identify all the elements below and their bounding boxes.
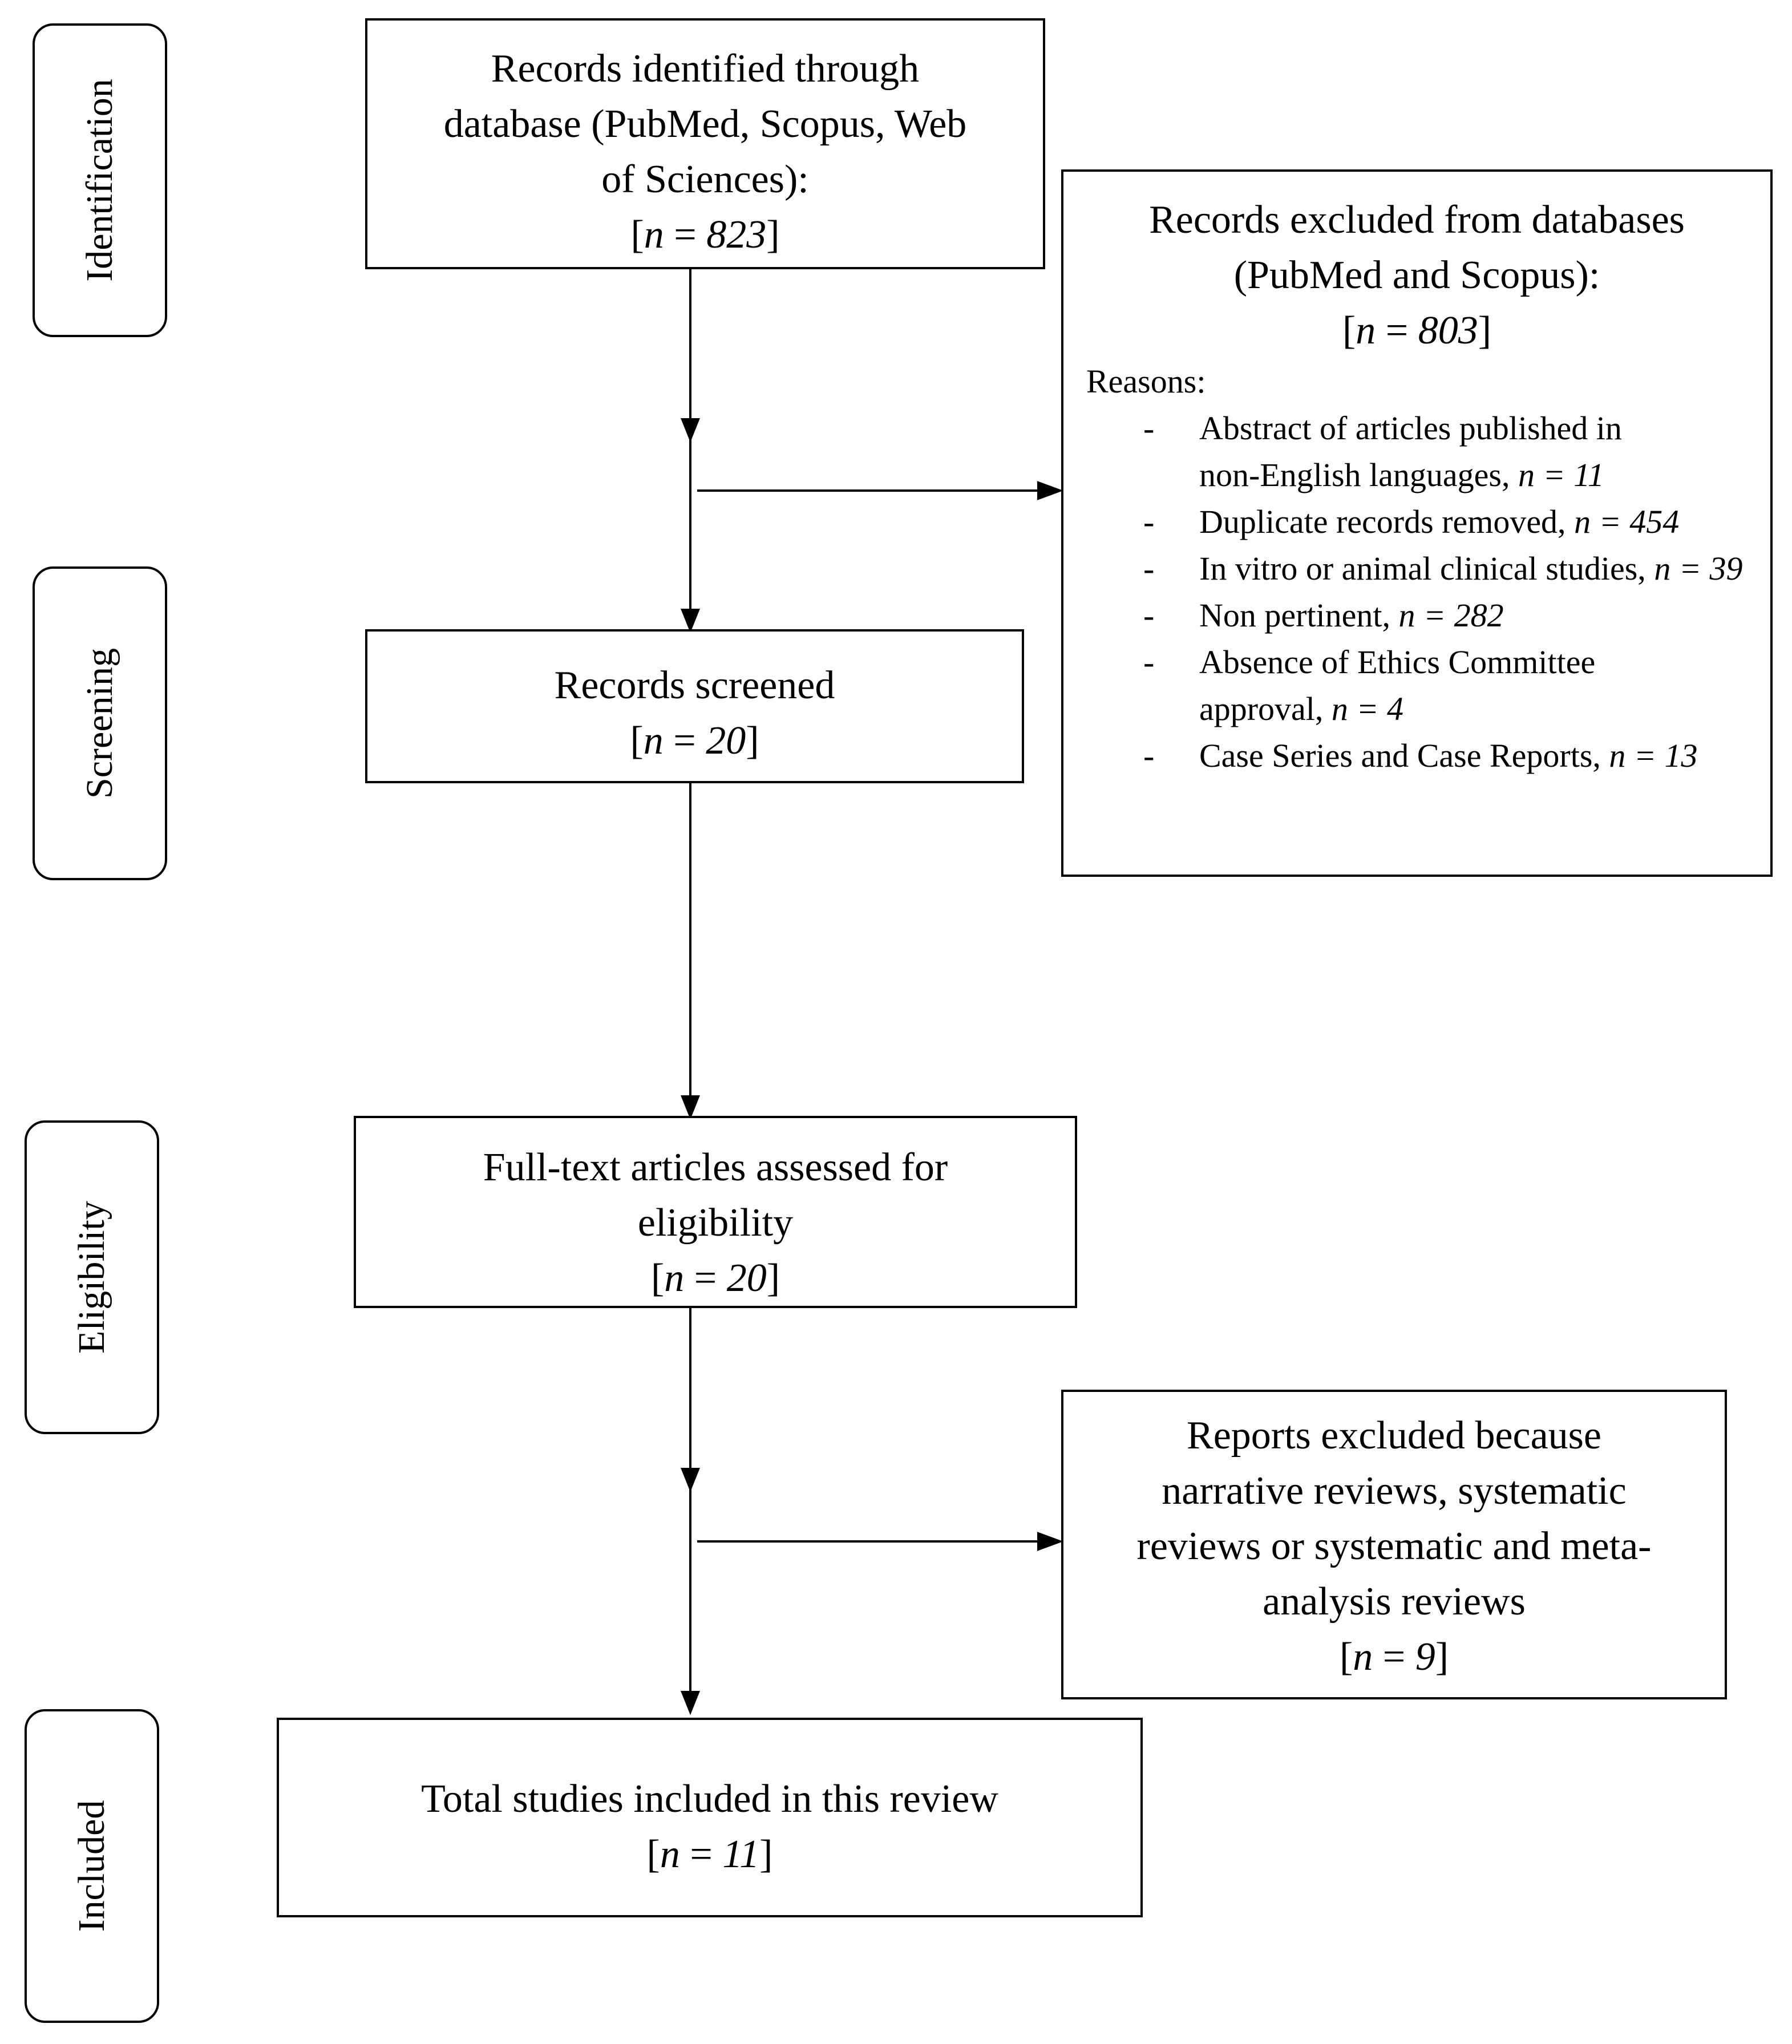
records-identified-line-1: Records identified through — [491, 47, 920, 91]
reason-dash: - — [1143, 597, 1155, 634]
arrowhead-mid-1 — [681, 418, 700, 443]
included-box: Total studies included in this review [n… — [277, 1718, 1143, 1917]
records-identified-line-2: database (PubMed, Scopus, Web — [443, 102, 967, 146]
reasons-heading: Reasons: — [1086, 363, 1206, 400]
records-screened-box: Records screened [n = 20] — [365, 629, 1024, 783]
reason-item: - Non pertinent, n = 282 — [1086, 592, 1753, 639]
records-excluded-line-1: Records excluded from databases — [1149, 198, 1685, 242]
reason-item: - Duplicate records removed, n = 454 — [1086, 499, 1753, 545]
records-screened-label: Records screened — [554, 663, 835, 707]
fulltext-line-1: Full-text articles assessed for — [483, 1146, 948, 1189]
included-count: [n = 11] — [646, 1832, 773, 1876]
records-excluded-line-2: (PubMed and Scopus): — [1233, 253, 1600, 297]
arrowhead-included — [681, 1691, 700, 1715]
reports-excluded-line-3: reviews or systematic and meta- — [1136, 1524, 1652, 1568]
records-excluded-box: Records excluded from databases (PubMed … — [1061, 169, 1773, 877]
reason-dash: - — [1143, 737, 1155, 774]
stage-included: Included — [25, 1709, 159, 2023]
records-identified-line-3: of Sciences): — [601, 157, 809, 201]
records-excluded-count: [n = 803] — [1342, 309, 1492, 353]
records-identified-box: Records identified through database (Pub… — [365, 18, 1045, 269]
stage-screening: Screening — [33, 566, 167, 880]
reports-excluded-count: [n = 9] — [1339, 1635, 1449, 1679]
arrowhead-fulltext — [681, 1095, 700, 1120]
reason-item: - Case Series and Case Reports, n = 13 — [1086, 732, 1753, 779]
arrowhead-excluded-db — [1037, 481, 1063, 500]
records-screened-count: [n = 20] — [630, 719, 759, 763]
reason-dash: - — [1143, 503, 1155, 540]
reports-excluded-line-2: narrative reviews, systematic — [1162, 1469, 1627, 1513]
reason-item: - Abstract of articles published in non-… — [1086, 405, 1753, 499]
reason-dash: - — [1143, 643, 1155, 681]
reports-excluded-box: Reports excluded because narrative revie… — [1061, 1390, 1727, 1699]
arrowhead-excluded-reports — [1037, 1532, 1063, 1551]
included-label: Total studies included in this review — [421, 1777, 998, 1821]
fulltext-box: Full-text articles assessed for eligibil… — [354, 1116, 1077, 1308]
fulltext-line-2: eligibility — [637, 1201, 794, 1245]
stage-identification: Identification — [33, 23, 167, 337]
records-identified-count: [n = 823] — [630, 213, 780, 257]
arrowhead-mid-2 — [681, 1468, 700, 1492]
reason-item: - Absence of Ethics Committee approval, … — [1086, 639, 1753, 732]
reports-excluded-line-1: Reports excluded because — [1187, 1414, 1601, 1458]
fulltext-count: [n = 20] — [650, 1256, 780, 1300]
reason-dash: - — [1143, 410, 1155, 447]
reports-excluded-line-4: analysis reviews — [1263, 1580, 1526, 1624]
reason-item: - In vitro or animal clinical studies, n… — [1086, 545, 1753, 592]
stage-eligibility: Eligibility — [25, 1120, 159, 1434]
arrowhead-screened — [681, 609, 700, 633]
reason-dash: - — [1143, 550, 1155, 587]
